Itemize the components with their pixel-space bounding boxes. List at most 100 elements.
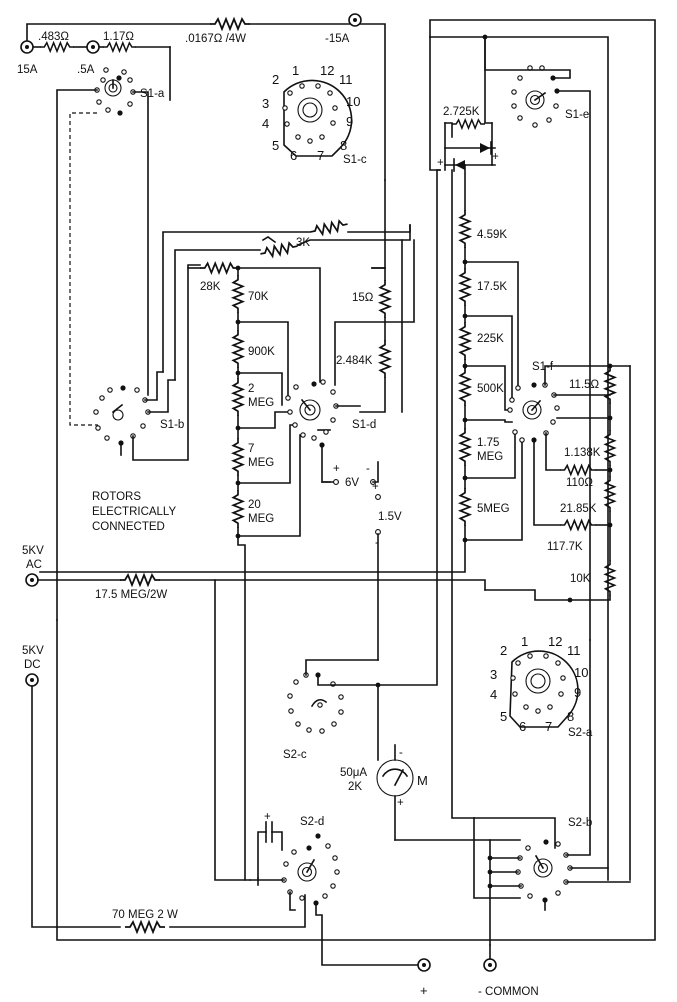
resistor-2725k — [451, 118, 486, 130]
diode-plus-left: + — [437, 157, 444, 169]
resistor-5meg — [459, 487, 471, 527]
label-s1a: S1-a — [140, 88, 165, 100]
s2a-pin-10: 10 — [574, 665, 588, 680]
note-rotors-1: ROTORS — [92, 491, 141, 503]
label-2484k: 2.484K — [336, 355, 373, 367]
capacitor — [257, 821, 283, 879]
s2a-pin-3: 3 — [490, 667, 497, 682]
label-175meg-b: MEG — [477, 451, 503, 463]
label-900k: 900K — [248, 346, 275, 358]
switch-s1e[interactable] — [511, 65, 560, 128]
label-s2c: S2-c — [283, 749, 307, 761]
switch-s2b[interactable] — [515, 839, 573, 903]
s2a-pin-4: 4 — [490, 687, 497, 702]
label-70k: 70K — [248, 291, 269, 303]
label-15v-minus: - — [375, 537, 379, 549]
label-s1b: S1-b — [160, 419, 184, 431]
meter-minus: - — [399, 747, 403, 759]
resistor-500k — [459, 367, 471, 407]
label-7meg-b: MEG — [248, 457, 274, 469]
resistor-483-ohm — [39, 41, 75, 53]
s1c-pin-12: 12 — [320, 63, 334, 78]
s1c-pin-6: 6 — [290, 148, 297, 163]
label-6v-minus: - — [366, 463, 370, 475]
s2a-pin-12: 12 — [548, 634, 562, 649]
s1c-pin-10: 10 — [346, 94, 360, 109]
s2a-pin-6: 6 — [519, 719, 526, 734]
switch-s2d[interactable] — [281, 833, 340, 906]
label-2185k: 21.85K — [560, 503, 597, 515]
meter-rating-a: 50μA — [340, 767, 367, 779]
capacitor-plus: + — [264, 811, 271, 823]
s1c-pin-9: 9 — [346, 114, 353, 129]
label-15-ohm: 15Ω — [352, 292, 374, 304]
label-15v-plus: + — [372, 481, 379, 493]
s2a-pin-11: 11 — [567, 643, 581, 658]
switch-s1f[interactable] — [507, 382, 560, 443]
resistor-2185k — [604, 475, 616, 513]
label-5kv-ac-a: 5KV — [22, 545, 44, 557]
switch-s1d[interactable] — [285, 379, 339, 448]
switch-s1c-pinout — [282, 79, 353, 157]
s1c-pin-4: 4 — [262, 116, 269, 131]
label-s1f: S1-f — [532, 361, 554, 373]
label-s1d: S1-d — [352, 419, 376, 431]
meter-plus: + — [397, 797, 404, 809]
label-175k: 17.5K — [477, 281, 507, 293]
s1c-pin-7: 7 — [317, 148, 324, 163]
resistor-115-ohm — [604, 365, 616, 405]
note-rotors-2: ELECTRICALLY — [92, 506, 176, 518]
diode-plus-right: + — [492, 151, 499, 163]
resistor-70meg — [123, 920, 167, 934]
switch-s2c[interactable] — [287, 672, 344, 734]
resistor-175meg — [459, 427, 471, 467]
s2a-pin-9: 9 — [574, 685, 581, 700]
label-1177k: 117.7K — [547, 541, 583, 553]
resistor-3k-lower — [258, 240, 300, 260]
label-459k: 4.59K — [477, 229, 507, 241]
label-s2a: S2-a — [568, 727, 593, 739]
resistor-225k — [459, 321, 471, 361]
s2a-pin-8: 8 — [567, 709, 574, 724]
s2a-pin-1: 1 — [521, 634, 528, 649]
switch-s1b[interactable] — [93, 385, 151, 446]
label-175meg-2w: 17.5 MEG/2W — [95, 589, 167, 601]
s1c-pin-5: 5 — [272, 138, 279, 153]
label-2725k: 2.725K — [443, 106, 480, 118]
resistor-1138k — [604, 429, 616, 467]
s1c-pin-11: 11 — [339, 72, 353, 87]
resistor-2meg — [232, 377, 244, 417]
label-175meg-a: 1.75 — [477, 437, 499, 449]
label-20meg-b: MEG — [248, 513, 274, 525]
label-500k: 500K — [477, 383, 504, 395]
label-6v: 6V — [345, 477, 359, 489]
resistor-0167-ohm — [209, 18, 251, 30]
label-plus: + — [420, 983, 428, 998]
resistor-3k-upper — [308, 218, 350, 238]
s1c-pin-8: 8 — [340, 138, 347, 153]
label-neg15a: -15A — [325, 33, 350, 45]
resistor-2484k — [379, 339, 391, 379]
label-1138k: 1.138K — [564, 447, 601, 459]
resistor-175meg-2w — [119, 574, 161, 586]
s1c-pin-1: 1 — [292, 63, 299, 78]
label-7meg-a: 7 — [248, 443, 254, 455]
label-common: - COMMON — [478, 986, 539, 998]
note-rotors-3: CONNECTED — [92, 521, 165, 533]
resistor-900k — [232, 329, 244, 369]
label-6v-plus: + — [333, 463, 340, 475]
meter-rating-b: 2K — [348, 781, 362, 793]
label-5kv-ac-b: AC — [26, 559, 42, 571]
label-110-ohm: 110Ω — [566, 477, 593, 489]
label-15v: 1.5V — [378, 511, 402, 523]
switch-s2a-pinout — [509, 650, 579, 728]
switch-s1a[interactable] — [94, 67, 136, 116]
resistor-70k — [232, 274, 244, 314]
resistor-175k — [459, 267, 471, 307]
resistor-15-ohm — [379, 279, 391, 319]
resistor-7meg — [232, 437, 244, 477]
label-s1c: S1-c — [343, 154, 367, 166]
resistor-459k — [459, 209, 471, 249]
label-70meg: 70 MEG 2 W — [112, 909, 178, 921]
